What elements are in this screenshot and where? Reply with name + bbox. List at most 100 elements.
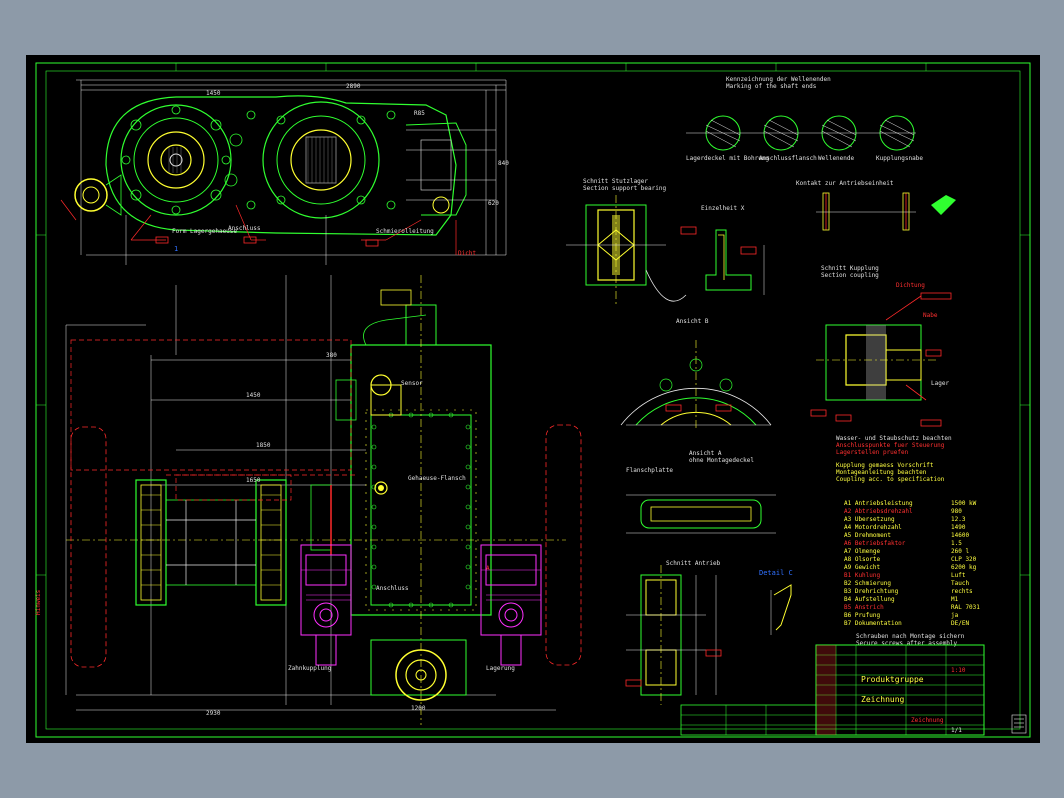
svg-text:Coupling acc. to specification: Coupling acc. to specification bbox=[836, 476, 945, 483]
spec-label: A5 Drehmoment bbox=[844, 532, 891, 539]
svg-text:1450: 1450 bbox=[206, 90, 221, 97]
section-drive: Schnitt Antrieb bbox=[625, 560, 722, 705]
spec-value: rechts bbox=[951, 588, 973, 595]
magnifier-icon[interactable] bbox=[1011, 714, 1027, 734]
shaft-label-4: Kupplungsnabe bbox=[876, 155, 923, 162]
spec-value: 980 bbox=[951, 508, 962, 515]
svg-text:Form Lagergehaeuse: Form Lagergehaeuse bbox=[172, 228, 237, 235]
svg-text:2930: 2930 bbox=[206, 710, 221, 717]
view-a-title: Ansicht A bbox=[689, 450, 722, 457]
border-ticks bbox=[36, 63, 1030, 576]
svg-text:Anschluss: Anschluss bbox=[376, 585, 409, 592]
title-block-subtitle: Zeichnung bbox=[861, 695, 905, 704]
spec-value: 1500 kW bbox=[951, 500, 977, 507]
svg-text:1450: 1450 bbox=[246, 392, 261, 399]
svg-text:Gehaeuse-Flansch: Gehaeuse-Flansch bbox=[408, 475, 466, 482]
svg-text:Kontakt zur Antriebseinheit: Kontakt zur Antriebseinheit bbox=[796, 180, 894, 187]
spec-label: A9 Gewicht bbox=[844, 564, 881, 571]
spec-label: B2 Schmierung bbox=[844, 580, 891, 587]
spec-label: B4 Aufstellung bbox=[844, 596, 895, 603]
gearbox-plan-view: Sensor Gehaeuse-Flansch Anschluss Zahnku… bbox=[35, 275, 582, 725]
spec-label: A2 Abtriebsdrehzahl bbox=[844, 508, 913, 515]
detail-x: Einzelheit X bbox=[680, 205, 765, 295]
section-coupling: Schnitt Kupplung Section coupling Dichtu… bbox=[810, 265, 952, 427]
spec-value: Luft bbox=[951, 572, 966, 579]
notes-footer-sub: Secure screws after assembly bbox=[856, 640, 958, 647]
spec-label: B6 Prufung bbox=[844, 612, 881, 619]
svg-text:Montageanleitung beachten: Montageanleitung beachten bbox=[836, 469, 927, 476]
spec-value: 6200 kg bbox=[951, 564, 977, 571]
drawing-canvas[interactable]: Form Lagergehaeuse Anschluss Schmierolle… bbox=[26, 55, 1040, 743]
view-marker-1: 1 bbox=[174, 245, 178, 253]
spec-value: ja bbox=[951, 612, 959, 619]
spec-value: CLP 320 bbox=[951, 556, 977, 563]
shaft-notes-header: Kennzeichnung der Wellenenden bbox=[726, 76, 831, 83]
section-coupling-title: Schnitt Kupplung bbox=[821, 265, 879, 272]
section-support: Schnitt Stutzlager Section support beari… bbox=[566, 178, 687, 305]
svg-text:Lagerstellen pruefen: Lagerstellen pruefen bbox=[836, 449, 909, 456]
svg-text:1650: 1650 bbox=[246, 477, 261, 484]
spec-label: A8 Olsorte bbox=[844, 556, 881, 563]
svg-text:620: 620 bbox=[488, 200, 499, 207]
svg-text:Anschluss: Anschluss bbox=[228, 225, 261, 232]
svg-text:380: 380 bbox=[326, 352, 337, 359]
spec-value: M1 bbox=[951, 596, 959, 603]
section-support-sub: Section support bearing bbox=[583, 185, 666, 192]
spec-label: A3 Ubersetzung bbox=[844, 516, 895, 523]
svg-text:Lagerung: Lagerung bbox=[486, 665, 515, 672]
spec-label: A4 Motordrehzahl bbox=[844, 524, 902, 531]
spec-value: RAL 7031 bbox=[951, 604, 980, 611]
svg-text:2890: 2890 bbox=[346, 83, 361, 90]
svg-text:A: A bbox=[486, 565, 490, 572]
spec-value: 14600 bbox=[951, 532, 969, 539]
svg-text:1850: 1850 bbox=[256, 442, 271, 449]
outer-border bbox=[35, 62, 1031, 738]
spec-value: DE/EN bbox=[951, 620, 969, 627]
title-block-drawing-no: Zeichnung bbox=[911, 717, 944, 724]
title-block-scale: 1:10 bbox=[951, 667, 966, 674]
spec-value: Tauch bbox=[951, 580, 969, 587]
shaft-label-3: Wellenende bbox=[818, 155, 855, 162]
svg-text:1200: 1200 bbox=[411, 705, 426, 712]
shaft-label-2: Anschlussflansch bbox=[759, 155, 817, 162]
title-block: Produktgruppe Zeichnung Zeichnung 1:10 1… bbox=[680, 644, 985, 736]
svg-text:Flanschplatte: Flanschplatte bbox=[626, 467, 673, 474]
svg-text:R85: R85 bbox=[414, 110, 425, 117]
view-b-title: Ansicht B bbox=[676, 318, 709, 325]
cad-drawing: Form Lagergehaeuse Anschluss Schmierolle… bbox=[35, 62, 1031, 738]
view-a: Ansicht A ohne Montagedeckel Flanschplat… bbox=[626, 450, 776, 534]
svg-text:Kupplung gemaess Vorschrift: Kupplung gemaess Vorschrift bbox=[836, 462, 934, 469]
detail-c-title: Detail C bbox=[759, 569, 793, 577]
svg-text:Wasser- und Staubschutz beacht: Wasser- und Staubschutz beachten bbox=[836, 435, 952, 442]
section-coupling-sub: Section coupling bbox=[821, 272, 879, 279]
spec-label: B3 Drehrichtung bbox=[844, 588, 899, 595]
svg-text:Schmierolleitung: Schmierolleitung bbox=[376, 228, 434, 235]
svg-text:Sensor: Sensor bbox=[401, 380, 423, 387]
shaft-label-1: Lagerdeckel mit Bohrung bbox=[686, 155, 769, 162]
shaft-end-markings: Kennzeichnung der Wellenenden Marking of… bbox=[686, 76, 956, 231]
detail-c: Detail C bbox=[759, 569, 793, 635]
view-a-sub: ohne Montagedeckel bbox=[689, 457, 754, 464]
svg-text:Zahnkupplung: Zahnkupplung bbox=[288, 665, 332, 672]
gearbox-top-view: Form Lagergehaeuse Anschluss Schmierolle… bbox=[60, 79, 509, 265]
svg-text:Lager: Lager bbox=[931, 380, 949, 387]
shaft-notes-sub: Marking of the shaft ends bbox=[726, 83, 817, 90]
spec-label: A7 Olmenge bbox=[844, 548, 881, 555]
svg-text:840: 840 bbox=[498, 160, 509, 167]
svg-text:Nabe: Nabe bbox=[923, 312, 938, 319]
spec-label: B5 Anstrich bbox=[844, 604, 884, 611]
svg-text:Dichtung: Dichtung bbox=[896, 282, 925, 289]
spec-value: 1.5 bbox=[951, 540, 962, 547]
spec-value: 260 l bbox=[951, 548, 969, 555]
spec-label: A6 Betriebsfaktor bbox=[844, 540, 906, 547]
spec-label: B1 Kuhlung bbox=[844, 572, 881, 579]
spec-value: 1490 bbox=[951, 524, 966, 531]
inner-border bbox=[45, 70, 1021, 730]
svg-text:Anschlusspunkte fuer Steuerung: Anschlusspunkte fuer Steuerung bbox=[836, 442, 945, 449]
svg-text:Hinweis: Hinweis bbox=[35, 589, 42, 615]
red-notes: Wasser- und Staubschutz beachten Anschlu… bbox=[836, 435, 952, 483]
title-block-title: Produktgruppe bbox=[861, 675, 924, 684]
section-support-title: Schnitt Stutzlager bbox=[583, 178, 648, 185]
detail-x-title: Einzelheit X bbox=[701, 205, 745, 212]
